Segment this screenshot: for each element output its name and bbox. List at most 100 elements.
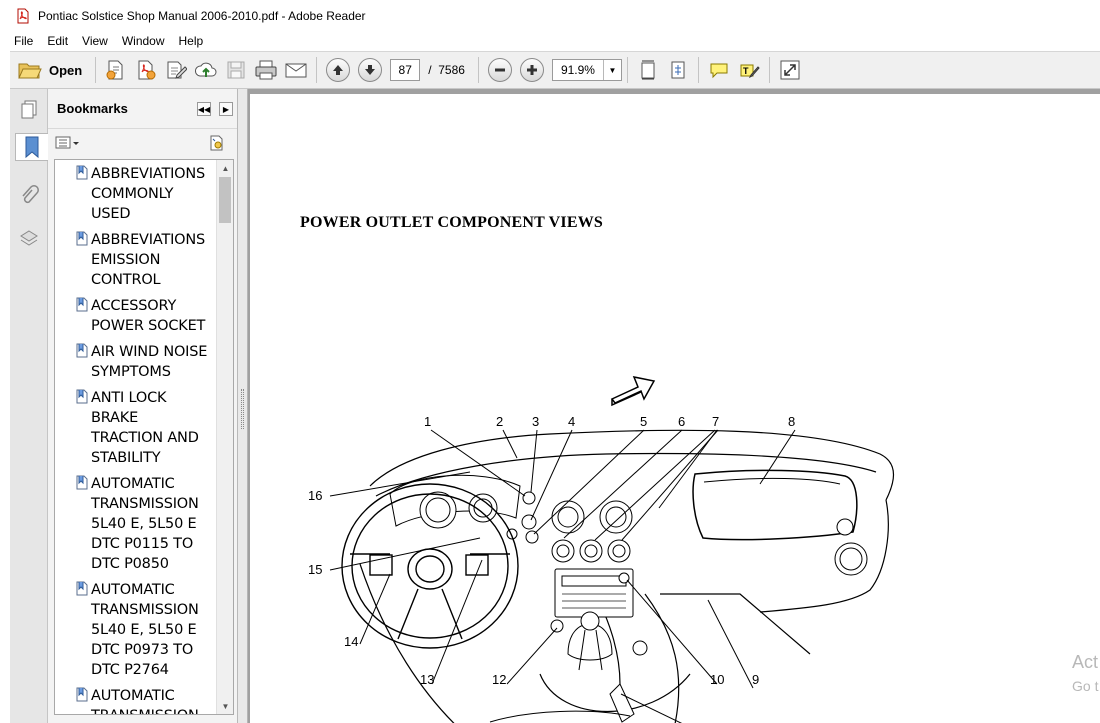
splitter-grip[interactable] [241, 389, 244, 429]
bookmark-page-icon [76, 475, 88, 490]
page-number-input[interactable]: 87 [390, 59, 421, 81]
previous-page-button[interactable] [326, 58, 351, 82]
panel-forward-button[interactable]: ▶ [219, 102, 233, 116]
create-pdf-icon [106, 60, 123, 80]
bookmarks-toolbar [48, 129, 237, 159]
highlight-text-icon: T [740, 64, 760, 79]
document-viewport[interactable]: POWER OUTLET COMPONENT VIEWS [248, 89, 1100, 723]
panel-splitter[interactable] [238, 89, 248, 723]
bookmark-page-icon [76, 297, 88, 312]
activation-watermark-line1: Act [1072, 652, 1099, 672]
bookmark-page-icon [76, 687, 88, 702]
menu-window[interactable]: Window [121, 34, 165, 48]
bookmark-page-icon [76, 581, 88, 596]
bookmark-list: ABBREVIATIONS COMMONLY USED ABBREVIATION… [54, 159, 234, 715]
print-button[interactable] [251, 55, 281, 85]
options-menu-icon[interactable] [55, 135, 81, 151]
printer-icon [255, 60, 277, 80]
open-label: Open [49, 62, 83, 78]
zoom-select[interactable]: 91.9% ▼ [551, 59, 622, 81]
layers-button[interactable] [15, 225, 43, 253]
callout-14: 14 [344, 634, 358, 649]
full-screen-button[interactable] [775, 55, 805, 85]
menu-file[interactable]: File [14, 34, 34, 48]
pdf-file-icon [17, 8, 29, 23]
bookmark-item[interactable]: ACCESSORY POWER SOCKET [73, 296, 218, 336]
bookmark-item[interactable]: ABBREVIATIONS EMISSION CONTROL [73, 230, 218, 290]
create-pdf-button[interactable] [101, 55, 131, 85]
bookmarks-header: Bookmarks [48, 89, 237, 129]
export-pdf-button[interactable] [131, 55, 161, 85]
callout-4: 4 [568, 414, 575, 429]
activation-watermark-line2: Go t [1072, 678, 1099, 694]
svg-text:T: T [743, 66, 749, 76]
page-thumbnails-button[interactable] [15, 95, 43, 123]
page-thumbnails-icon [21, 100, 37, 119]
find-bookmark-icon[interactable] [208, 134, 226, 152]
bookmark-item[interactable]: ABBREVIATIONS COMMONLY USED [73, 164, 218, 224]
email-button[interactable] [281, 55, 311, 85]
menu-edit[interactable]: Edit [47, 34, 69, 48]
scrollbar-thumb[interactable] [219, 177, 231, 223]
navigation-pane-strip [10, 89, 48, 723]
callout-12: 12 [492, 672, 506, 687]
comment-button[interactable] [704, 55, 734, 85]
scroll-down-icon[interactable]: ▼ [221, 701, 230, 711]
zoom-in-button[interactable] [519, 58, 544, 82]
save-icon [227, 61, 245, 79]
page-total: 7586 [438, 63, 465, 77]
bookmarks-tab-button[interactable] [15, 133, 48, 161]
chevron-down-icon[interactable]: ▼ [602, 60, 621, 80]
paperclip-icon [22, 185, 39, 204]
bookmark-label: AUTOMATIC TRANSMISSION 5L40 E, 5L50 E DT… [91, 582, 199, 678]
open-button[interactable]: Open [10, 55, 90, 85]
fit-page-button[interactable] [633, 55, 663, 85]
toolbar-separator [697, 57, 699, 83]
zoom-value: 91.9% [560, 63, 595, 77]
collapse-panel-button[interactable]: ◀◀ [197, 102, 211, 116]
next-page-button[interactable] [358, 58, 383, 82]
bookmark-scrollbar[interactable]: ▲ ▼ [216, 160, 233, 714]
bookmark-page-icon [76, 389, 88, 404]
bookmark-page-icon [76, 165, 88, 180]
fit-width-icon [671, 61, 685, 79]
folder-open-icon [18, 63, 42, 79]
pdf-export-icon [138, 60, 156, 80]
bookmark-item[interactable]: AUTOMATIC TRANSMISSION [73, 686, 218, 714]
menu-view[interactable]: View [82, 34, 108, 48]
toolbar-separator [477, 57, 479, 83]
upload-button[interactable] [191, 55, 221, 85]
callout-13: 13 [420, 672, 434, 687]
zoom-out-button[interactable] [487, 58, 512, 82]
bookmark-item[interactable]: AIR WIND NOISE SYMPTOMS [73, 342, 218, 382]
toolbar-separator [316, 57, 318, 83]
edit-pdf-icon [167, 61, 188, 79]
bookmark-item[interactable]: AUTOMATIC TRANSMISSION 5L40 E, 5L50 E DT… [73, 474, 218, 574]
bookmark-item[interactable]: AUTOMATIC TRANSMISSION 5L40 E, 5L50 E DT… [73, 580, 218, 680]
shifter [567, 611, 613, 671]
toolbar-separator [626, 57, 628, 83]
menu-bar: File Edit View Window Help [0, 31, 1100, 51]
fit-width-button[interactable] [663, 55, 693, 85]
bookmarks-title: Bookmarks [57, 101, 128, 116]
steering-wheel [341, 483, 519, 649]
bookmark-label: AUTOMATIC TRANSMISSION 5L40 E, 5L50 E DT… [91, 476, 199, 572]
bookmark-item[interactable]: ANTI LOCK BRAKE TRACTION AND STABILITY [73, 388, 218, 468]
callout-15: 15 [308, 562, 322, 577]
page-heading: POWER OUTLET COMPONENT VIEWS [300, 214, 603, 231]
dashboard-diagram: 1 2 3 4 5 6 7 8 9 10 11 12 13 14 15 16 [308, 375, 895, 723]
menu-help[interactable]: Help [178, 34, 204, 48]
highlight-text-button[interactable]: T [734, 55, 764, 85]
title-bar: Pontiac Solstice Shop Manual 2006-2010.p… [0, 0, 1100, 31]
forward-direction-arrow [610, 375, 656, 407]
main-toolbar: Open 87 / 7586 91.9% ▼ [10, 51, 1100, 89]
radio-unit [554, 568, 634, 618]
callout-5: 5 [640, 414, 647, 429]
scroll-up-icon[interactable]: ▲ [221, 163, 230, 173]
edit-pdf-button[interactable] [161, 55, 191, 85]
comment-bubble-icon [710, 63, 728, 79]
save-button[interactable] [221, 55, 251, 85]
layers-icon [20, 230, 38, 246]
attachments-button[interactable] [15, 181, 43, 209]
bookmark-ribbon-icon [25, 136, 39, 159]
